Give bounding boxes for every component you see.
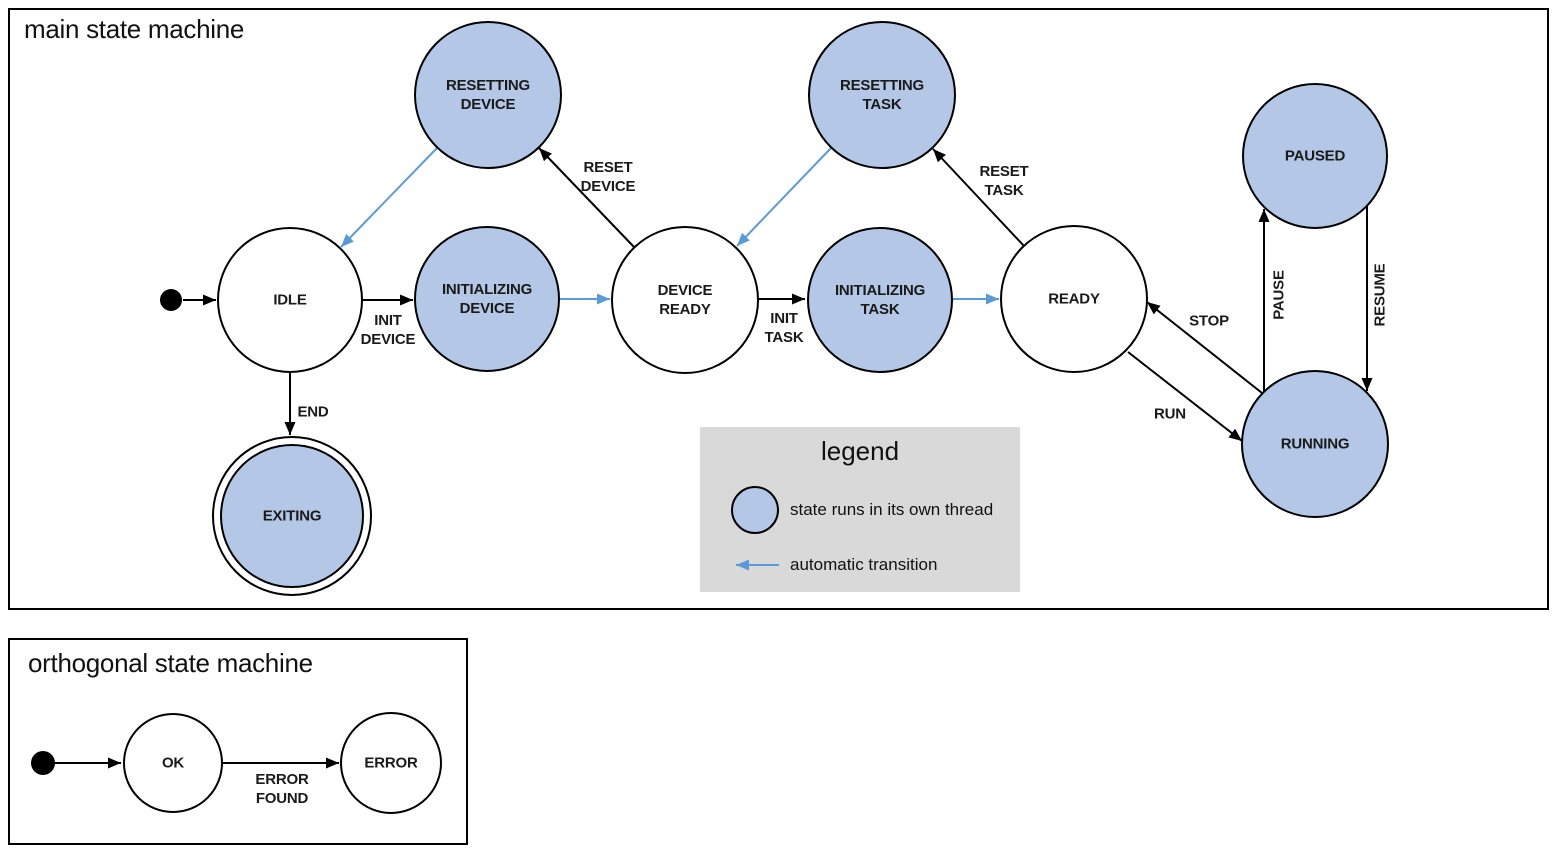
state-paused [1242, 83, 1388, 229]
state-label-device-ready: DEVICE READY [657, 281, 713, 318]
legend-item-auto-label: automatic transition [790, 555, 938, 574]
state-label-running: RUNNING [1280, 435, 1350, 453]
state-label-initializing-device: INITIALIZING DEVICE [441, 280, 533, 317]
state-exiting [220, 444, 364, 588]
state-label-resetting-task: RESETTING TASK [839, 76, 925, 113]
arrow-run [1127, 351, 1243, 442]
transition-label-stop: STOP [1189, 312, 1229, 330]
state-label-ready: READY [1048, 290, 1100, 308]
transition-label-init-device: INIT DEVICE [360, 311, 416, 348]
state-label-ok: OK [161, 754, 185, 772]
arrow-stop [1146, 301, 1263, 394]
transition-label-end: END [297, 403, 329, 421]
legend-thread-state-swatch [731, 486, 779, 534]
state-error [340, 712, 442, 814]
state-label-resetting-device: RESETTING DEVICE [445, 76, 531, 113]
transition-label-reset-task: RESET TASK [979, 162, 1029, 199]
state-running [1241, 370, 1389, 518]
transition-label-init-task: INIT TASK [764, 309, 804, 346]
state-device-ready [611, 226, 759, 374]
main-state-machine-title: main state machine [24, 14, 245, 44]
state-resetting-device [414, 21, 562, 169]
transition-label-pause: PAUSE [1270, 270, 1288, 320]
state-label-exiting: EXITING [262, 507, 322, 525]
state-ok [123, 713, 223, 813]
state-label-idle: IDLE [273, 291, 307, 309]
arrow-reset-device [538, 147, 635, 248]
state-ready [1000, 225, 1148, 373]
transition-label-reset-device: RESET DEVICE [580, 158, 636, 195]
state-initializing-task [807, 227, 953, 373]
state-label-initializing-task: INITIALIZING TASK [834, 281, 926, 318]
state-idle [217, 227, 363, 373]
arrow-auto-resetting-device-to-idle [340, 147, 438, 248]
initial-state-dot-main [160, 289, 182, 311]
initial-state-dot-orthogonal [31, 751, 55, 775]
arrow-reset-task [932, 148, 1025, 247]
legend-title: legend [820, 436, 900, 466]
transition-label-resume: RESUME [1371, 263, 1389, 327]
transition-label-run: RUN [1154, 405, 1186, 423]
arrow-auto-resetting-task-to-device-ready [736, 147, 832, 247]
state-initializing-device [414, 226, 560, 372]
state-label-paused: PAUSED [1284, 147, 1346, 165]
state-label-error: ERROR [364, 754, 418, 772]
state-resetting-task [808, 21, 956, 169]
legend-item-thread-label: state runs in its own thread [790, 500, 994, 519]
orthogonal-state-machine-title: orthogonal state machine [28, 648, 313, 678]
transition-label-error-found: ERROR FOUND [255, 770, 309, 807]
